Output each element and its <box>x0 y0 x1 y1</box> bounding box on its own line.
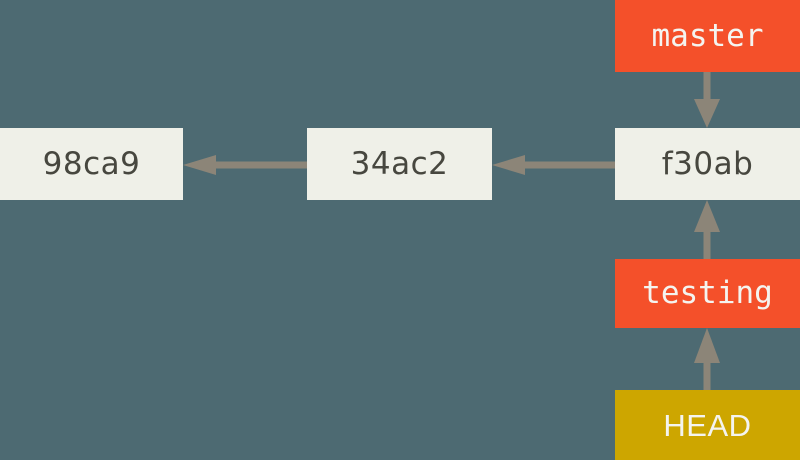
head-pointer-label: HEAD <box>663 407 752 443</box>
branch-label-testing: testing <box>642 275 773 311</box>
commit-node-f30ab[interactable]: f30ab <box>615 128 800 200</box>
commit-label-34ac2: 34ac2 <box>350 145 449 182</box>
branch-node-master[interactable]: master <box>615 0 800 72</box>
arrow-master-to-f30ab <box>693 72 721 128</box>
commit-node-34ac2[interactable]: 34ac2 <box>307 128 492 200</box>
branch-node-testing[interactable]: testing <box>615 259 800 328</box>
head-pointer-node[interactable]: HEAD <box>615 390 800 460</box>
arrow-f30ab-to-34ac2 <box>492 155 615 175</box>
commit-label-98ca9: 98ca9 <box>42 145 141 182</box>
commit-label-f30ab: f30ab <box>661 145 754 182</box>
branch-label-master: master <box>651 17 764 54</box>
arrow-testing-to-f30ab <box>693 200 721 259</box>
arrow-34ac2-to-98ca9 <box>183 155 307 175</box>
arrow-head-to-testing <box>693 328 721 390</box>
commit-node-98ca9[interactable]: 98ca9 <box>0 128 183 200</box>
